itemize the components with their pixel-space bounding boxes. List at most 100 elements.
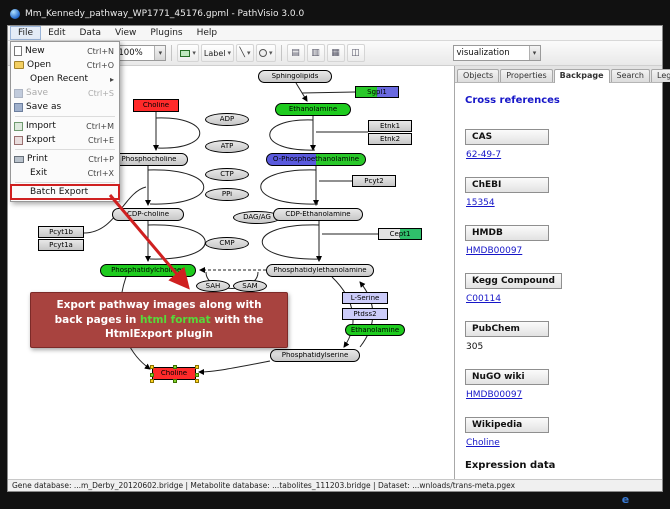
tab-properties[interactable]: Properties — [500, 69, 553, 82]
app-icon — [10, 9, 20, 19]
pathway-node-choline[interactable]: Choline — [133, 99, 179, 112]
menubar-item-file[interactable]: File — [10, 26, 42, 40]
pathway-node-label: Choline — [160, 370, 188, 377]
pathway-node-sgpl1[interactable]: Sgpl1 — [355, 86, 399, 98]
pathway-node-ethanolamine[interactable]: Ethanolamine — [275, 103, 351, 116]
backpage-section-header: NuGO wiki — [465, 369, 549, 385]
selection-handle[interactable] — [150, 379, 154, 383]
pathway-node-phosphocholine[interactable]: Phosphocholine — [110, 153, 188, 166]
toolbar-separator — [171, 45, 173, 61]
tab-objects[interactable]: Objects — [457, 69, 500, 82]
file-menu-item-label: Save as — [26, 102, 62, 112]
file-menu-item-save-as[interactable]: Save as — [11, 100, 119, 114]
align-horizontal-icon: ▤ — [291, 47, 300, 58]
selection-handle[interactable] — [195, 379, 199, 383]
pathway-node-pcyt2[interactable]: Pcyt2 — [352, 175, 396, 187]
pathway-node-etnk2[interactable]: Etnk2 — [368, 133, 412, 145]
tab-legend[interactable]: Legend — [651, 69, 670, 82]
crossref-link[interactable]: 15354 — [466, 198, 495, 208]
pathway-node-ppi[interactable]: PPi — [205, 188, 249, 201]
pathway-node-sah[interactable]: SAH — [196, 280, 230, 292]
crossref-link[interactable]: HMDB00097 — [466, 390, 523, 400]
file-menu-item-shortcut: Ctrl+P — [88, 154, 114, 164]
menubar-item-data[interactable]: Data — [79, 28, 102, 38]
pathway-node-cmp[interactable]: CMP — [205, 237, 249, 250]
align-vertical-button[interactable]: ▥ — [306, 44, 325, 62]
crossref-link[interactable]: HMDB00097 — [466, 246, 523, 256]
menubar-item-plugins[interactable]: Plugins — [150, 28, 183, 38]
window-titlebar[interactable]: Mm_Kennedy_pathway_WP1771_45176.gpml - P… — [10, 6, 304, 22]
pathway-node-atp[interactable]: ATP — [205, 140, 249, 153]
pathway-node-cept1[interactable]: Cept1 — [378, 228, 422, 240]
pathway-node-etnk1[interactable]: Etnk1 — [368, 120, 412, 132]
pathway-node-ptdss2[interactable]: Ptdss2 — [342, 308, 388, 320]
tab-backpage[interactable]: Backpage — [553, 69, 610, 83]
taskbar-icon[interactable]: e — [621, 493, 630, 506]
pathway-node-cdp-ethanolamine[interactable]: CDP-Ethanolamine — [273, 208, 363, 221]
pathway-node-choline[interactable]: Choline — [150, 365, 199, 383]
distribute-button[interactable]: ▦ — [326, 44, 345, 62]
pathway-node-dag-ag[interactable]: DAG/AG — [233, 211, 281, 224]
page-icon — [14, 46, 22, 56]
zoom-combobox[interactable]: 100% ▾ — [114, 45, 167, 61]
selection-handle[interactable] — [150, 365, 154, 369]
selection-handle[interactable] — [173, 379, 177, 383]
pathway-node-label: Phosphatidylserine — [281, 352, 349, 359]
pathway-node-phosphatidylserine[interactable]: Phosphatidylserine — [270, 349, 360, 362]
menubar-item-help[interactable]: Help — [196, 28, 218, 38]
line-tool-button[interactable]: ╲▾ — [236, 44, 254, 62]
visualization-combobox[interactable]: visualization ▾ — [452, 45, 541, 61]
backpage-section-header: PubChem — [465, 321, 549, 337]
chevron-down-icon: ▾ — [192, 49, 196, 57]
selection-handle[interactable] — [195, 372, 199, 377]
selection-handle[interactable] — [195, 365, 199, 369]
tab-search[interactable]: Search — [610, 69, 650, 82]
selection-handle[interactable] — [173, 365, 177, 369]
pathway-node-o-phosphoethanolamine[interactable]: O-Phosphoethanolamine — [266, 153, 366, 166]
pathway-node-pcyt1b[interactable]: Pcyt1b — [38, 226, 84, 238]
file-menu-item-open-recent[interactable]: Open Recent▸ — [11, 72, 119, 86]
align-horizontal-button[interactable]: ▤ — [286, 44, 305, 62]
pathway-node-ctp[interactable]: CTP — [205, 168, 249, 181]
shape-tool-button[interactable]: ▾ — [256, 44, 276, 62]
pathway-node-sam[interactable]: SAM — [233, 280, 267, 292]
pathway-node-phosphatidylcholines[interactable]: Phosphatidylcholines — [100, 264, 196, 277]
pathway-node-phosphatidylethanolamine[interactable]: Phosphatidylethanolamine — [266, 264, 374, 277]
menubar-item-view[interactable]: View — [115, 28, 137, 38]
pathway-node-sphingolipids[interactable]: Sphingolipids — [258, 70, 332, 83]
disk-icon — [14, 88, 23, 98]
statusbar: Gene database: ...m_Derby_20120602.bridg… — [8, 479, 662, 491]
same-size-button[interactable]: ◫ — [346, 44, 365, 62]
pathway-node-label: Cept1 — [389, 230, 411, 238]
file-menu-item-label: Exit — [30, 168, 48, 178]
pathway-node-l-serine[interactable]: L-Serine — [342, 292, 388, 304]
crossref-link[interactable]: C00114 — [466, 294, 501, 304]
crossref-link[interactable]: 62-49-7 — [466, 150, 502, 160]
pathway-node-cdp-choline[interactable]: CDP-choline — [112, 208, 184, 221]
menubar-item-edit[interactable]: Edit — [48, 28, 66, 38]
crossref-link[interactable]: Choline — [466, 438, 500, 448]
pathway-node-ethanolamine[interactable]: Ethanolamine — [345, 324, 405, 336]
file-menu-item-batch-export[interactable]: Batch Export — [10, 184, 120, 200]
pathway-node-pcyt1a[interactable]: Pcyt1a — [38, 239, 84, 251]
pathway-node-label: Phosphatidylethanolamine — [273, 267, 367, 274]
pathway-node-label: CMP — [219, 240, 235, 247]
selection-handle[interactable] — [150, 372, 154, 377]
datanode-tool-button[interactable]: ▾ — [177, 44, 199, 62]
label-tool-button[interactable]: Label▾ — [200, 44, 234, 62]
label-tool-text: Label — [203, 48, 226, 58]
pathway-node-adp[interactable]: ADP — [205, 113, 249, 126]
file-menu-item-shortcut: Ctrl+O — [86, 60, 114, 70]
